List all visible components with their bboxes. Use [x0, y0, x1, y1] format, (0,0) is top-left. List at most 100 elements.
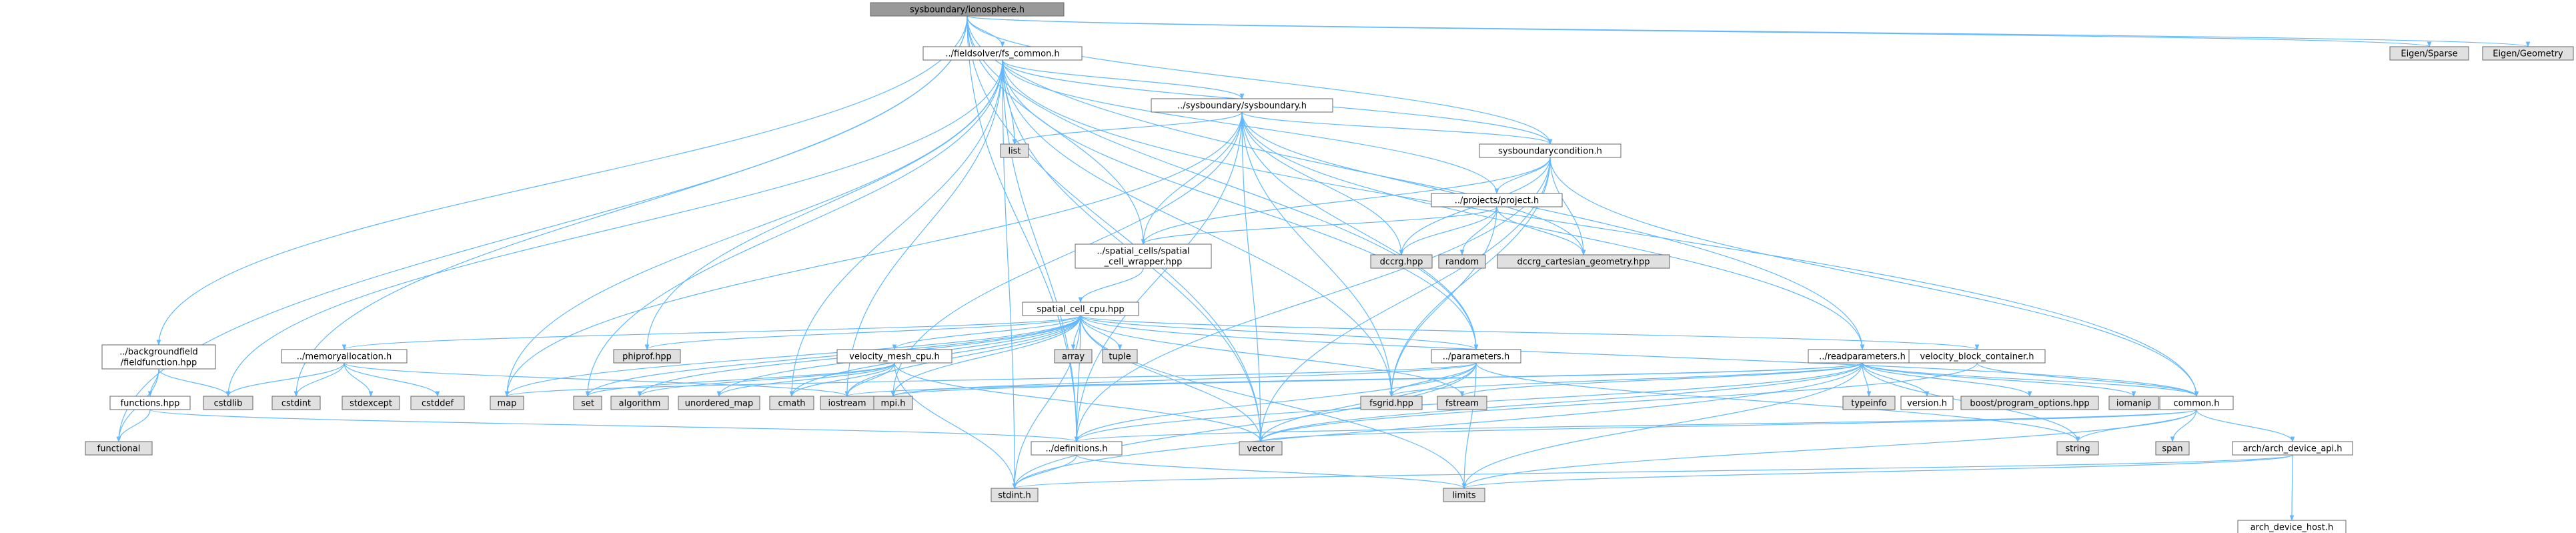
- edge-readparams-to-boostpo: [1862, 362, 2032, 397]
- node-label: stdint.h: [998, 491, 1031, 501]
- node-wrapper[interactable]: ../spatial_cells/spatial_cell_wrapper.hp…: [1075, 243, 1212, 269]
- node-functions[interactable]: functions.hpp: [109, 396, 191, 410]
- node-label: fsgrid.hpp: [1369, 399, 1413, 409]
- node-label: /fieldfunction.hpp: [121, 358, 197, 368]
- edge-readparams-to-stdint: [1012, 362, 1863, 489]
- node-box: [1960, 396, 2099, 410]
- node-fsgrid: fsgrid.hpp: [1360, 396, 1423, 410]
- edge-cellcpu-to-phiprof: [644, 315, 1081, 350]
- edge-bgfield-to-cstdlib: [158, 368, 231, 397]
- node-iomanip: iomanip: [2108, 396, 2159, 410]
- node-version[interactable]: version.h: [1900, 396, 1954, 410]
- node-box: [991, 488, 1039, 502]
- node-label: unordered_map: [685, 399, 754, 409]
- node-phiprof: phiprof.hpp: [613, 349, 681, 364]
- node-algorithm: algorithm: [610, 396, 669, 410]
- node-stdint: stdint.h: [991, 488, 1039, 502]
- edge-functions-to-definitions: [149, 409, 1079, 442]
- node-label: map: [498, 399, 517, 409]
- node-box: [1054, 349, 1093, 364]
- edge-vbc-to-common: [1976, 362, 2199, 397]
- edge-readparams-to-iostream: [845, 362, 1863, 397]
- edge-archapi-to-stdint: [1013, 454, 2293, 489]
- node-bgfield[interactable]: ../backgroundfield/fieldfunction.hpp: [101, 344, 216, 370]
- node-limits: limits: [1443, 488, 1485, 502]
- edge-layer: [116, 15, 2530, 521]
- node-sysboundary[interactable]: ../sysboundary/sysboundary.h: [1151, 98, 1333, 113]
- edge-sysboundary-to-map: [504, 111, 1243, 397]
- node-label: velocity_mesh_cpu.h: [849, 352, 940, 362]
- node-box: [2056, 441, 2099, 456]
- node-label: random: [1445, 257, 1479, 268]
- edge-parameters-to-fsgrid: [1389, 362, 1477, 397]
- edge-fs_common-to-parameters: [1002, 59, 1479, 350]
- node-label: sysboundary/ionosphere.h: [910, 5, 1025, 15]
- edge-memalloc-to-cstdint: [293, 362, 345, 397]
- node-box: [1151, 98, 1333, 113]
- node-archhost[interactable]: arch_device_host.h: [2237, 520, 2347, 533]
- node-fs_common[interactable]: ../fieldsolver/fs_common.h: [922, 46, 1083, 61]
- node-label: ../backgroundfield: [119, 348, 198, 358]
- node-label: cstdlib: [214, 399, 243, 409]
- edge-readparams-to-fstream: [1459, 362, 1863, 397]
- node-label: cmath: [778, 399, 805, 409]
- edge-cellcpu-to-vbc: [1080, 315, 1979, 350]
- edge-project-to-random: [1459, 206, 1497, 255]
- node-box: [613, 349, 681, 364]
- node-box: [1102, 349, 1138, 364]
- node-label: ../readparameters.h: [1819, 352, 1906, 362]
- edge-fs_common-to-iostream: [844, 59, 1003, 397]
- edge-sysboundary-to-dccrg: [1241, 111, 1404, 255]
- node-cstdlib: cstdlib: [203, 396, 253, 410]
- node-list: list: [1000, 143, 1029, 158]
- node-label: set: [581, 399, 594, 409]
- node-label: cstdint: [281, 399, 311, 409]
- edge-memalloc-to-iostream: [344, 362, 850, 397]
- node-span: span: [2155, 441, 2190, 456]
- node-box: [85, 441, 153, 456]
- edge-sysbc-to-common: [1549, 157, 2199, 397]
- edge-readparams-to-fsgrid: [1389, 362, 1863, 397]
- edge-readparams-to-typeinfo: [1862, 362, 1872, 397]
- node-label: functional: [97, 444, 141, 454]
- edge-sysboundary-to-list: [1012, 111, 1243, 145]
- edge-cellcpu-to-vector: [1080, 315, 1263, 442]
- node-box: [610, 396, 669, 410]
- node-box: [2237, 520, 2347, 533]
- node-cstddef: cstddef: [410, 396, 465, 410]
- node-box: [870, 2, 1065, 17]
- node-common[interactable]: common.h: [2159, 396, 2234, 410]
- node-eigen_geometry: Eigen/Geometry: [2482, 46, 2574, 61]
- node-parameters[interactable]: ../parameters.h: [1431, 349, 1521, 364]
- node-label: typeinfo: [1851, 399, 1886, 409]
- node-project[interactable]: ../projects/project.h: [1431, 193, 1563, 207]
- edge-readparams-to-iomanip: [1862, 362, 2136, 397]
- node-definitions[interactable]: ../definitions.h: [1031, 441, 1123, 456]
- edge-parameters-to-mpi: [890, 362, 1477, 397]
- node-label: stdexcept: [350, 399, 392, 409]
- edge-wrapper-to-cellcpu: [1078, 268, 1144, 303]
- edge-cellcpu-to-iostream: [844, 315, 1081, 397]
- node-box: [1360, 396, 1423, 410]
- edge-fs_common-to-set: [585, 59, 1003, 397]
- node-label: version.h: [1907, 399, 1947, 409]
- node-sysbc[interactable]: sysboundarycondition.h: [1479, 143, 1622, 158]
- edge-cellcpu-to-map: [504, 315, 1081, 397]
- node-memalloc[interactable]: ../memoryallocation.h: [281, 349, 408, 364]
- edge-root-to-bgfield: [156, 15, 968, 346]
- edge-archapi-to-archhost: [2289, 454, 2295, 521]
- node-map: map: [490, 396, 524, 410]
- node-cellcpu[interactable]: spatial_cell_cpu.hpp: [1022, 302, 1139, 316]
- node-tuple: tuple: [1102, 349, 1138, 364]
- node-box: [2482, 46, 2574, 61]
- node-archapi[interactable]: arch/arch_device_api.h: [2232, 441, 2353, 456]
- node-readparams[interactable]: ../readparameters.h: [1808, 349, 1917, 364]
- node-label: list: [1008, 147, 1021, 157]
- node-vbc[interactable]: velocity_block_container.h: [1908, 349, 2046, 364]
- edge-fs_common-to-map: [504, 59, 1003, 397]
- node-box: [573, 396, 602, 410]
- edge-fs_common-to-definitions: [1002, 59, 1079, 442]
- node-box: [101, 344, 216, 370]
- node-vmesh[interactable]: velocity_mesh_cpu.h: [836, 349, 952, 364]
- edge-sysbc-to-dccrg_cart: [1549, 157, 1586, 255]
